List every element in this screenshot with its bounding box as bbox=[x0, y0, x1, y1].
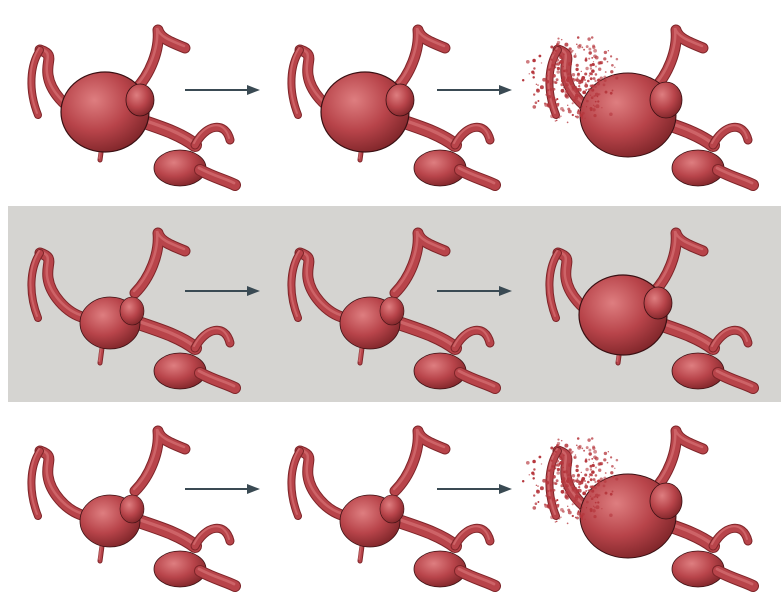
panel-3-1-aneurysm-illustration bbox=[30, 429, 235, 587]
panel-1-1-aneurysm-illustration bbox=[30, 28, 235, 186]
aneurysm-row-1 bbox=[0, 0, 781, 200]
panel-2-3-aneurysm-illustration bbox=[548, 231, 753, 389]
arrow-2-1 bbox=[185, 286, 260, 296]
aneurysm-row-3 bbox=[0, 406, 781, 596]
arrow-3-1 bbox=[185, 484, 260, 494]
panel-2-2-aneurysm-illustration bbox=[290, 231, 495, 389]
arrow-2-2 bbox=[437, 286, 512, 296]
panel-3-2-aneurysm-illustration bbox=[290, 429, 495, 587]
panel-2-1-aneurysm-illustration bbox=[30, 231, 235, 389]
panel-1-2-aneurysm-illustration bbox=[290, 28, 495, 186]
arrow-1-1 bbox=[185, 85, 260, 95]
panel-3-3-aneurysm-illustration bbox=[522, 429, 753, 587]
arrow-3-2 bbox=[437, 484, 512, 494]
aneurysm-row-2 bbox=[0, 203, 781, 403]
panel-1-3-aneurysm-illustration bbox=[522, 28, 753, 186]
arrow-1-2 bbox=[437, 85, 512, 95]
